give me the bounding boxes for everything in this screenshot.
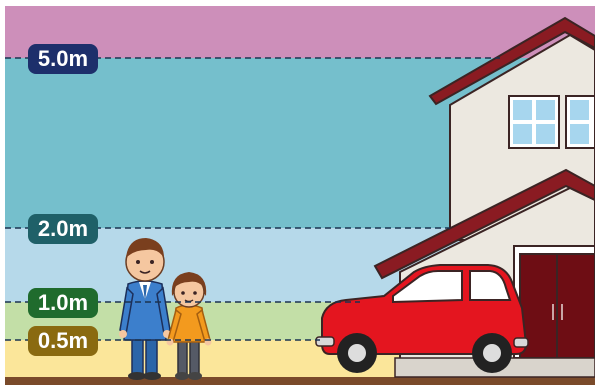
level-badge-2m: 2.0m [28, 214, 98, 244]
level-badge-1m: 1.0m [28, 288, 98, 318]
car-wheel [472, 333, 512, 373]
house-window [566, 96, 595, 148]
level-badge-0-5m: 0.5m [28, 326, 98, 356]
car-wheel [337, 333, 377, 373]
house-window [509, 96, 559, 148]
level-badge-5m: 5.0m [28, 44, 98, 74]
ground [5, 377, 595, 385]
